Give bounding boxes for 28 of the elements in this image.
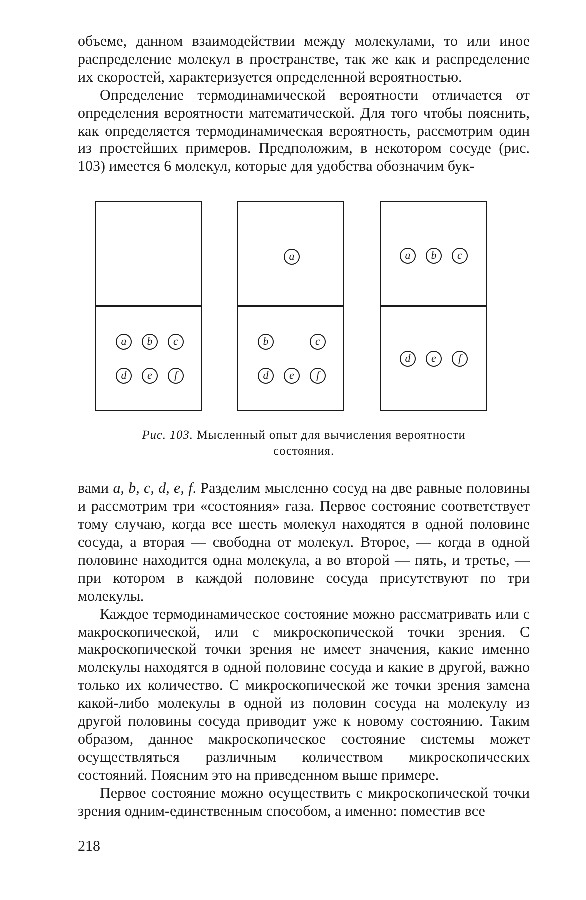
molecule-circle: f: [452, 351, 468, 368]
figure-caption: Рис. 103. Мысленный опыт для вычисления вероятности состояния.: [141, 427, 467, 460]
molecule-circle: d: [400, 351, 416, 368]
molecule-circle: f: [168, 368, 184, 384]
body-paragraph: Определение термодинамической вероятности отличается от определения вероятности математической. Для того чтобы пояснить, как определяется термодинамическая вероятность, рассмотрим один из простейших примеров. Предположим, в некотором сосуде (рис. 103) имеется 6 молекул, которые для удобства обозначим бук-: [78, 88, 530, 178]
molecule-circle: b: [426, 248, 442, 264]
molecule-circle: f: [310, 368, 326, 384]
body-paragraph: объеме, данном взаимодействии между молекулами, то или иное распределение молекул в пространстве, так же как и распределение их скоростей, характеризуется определенной вероятностью.: [78, 34, 530, 88]
molecule-circle: d: [116, 368, 132, 384]
molecule-circle: a: [116, 334, 132, 350]
molecule-circle: b: [258, 334, 274, 350]
molecule-circle: d: [258, 368, 274, 384]
molecule-circle: c: [310, 334, 326, 350]
body-paragraph: вами a, b, c, d, e, f. Разделим мысленно сосуд на две равные половины и рассмотрим три «состояния» газа. Первое состояние соответствует тому случаю, когда все шесть молекул находятся в одной половине сосуда, а вторая — свободна от молекул. Второе, — когда в одной половине находится одна молекула, а во второй — пять, и третье, — при котором в каждой половине сосуда присутствуют по три молекулы.: [78, 481, 530, 607]
body-paragraph: Каждое термодинамическое состояние можно рассматривать или с макроскопической, или с микроскопической точки зрения. С макроскопической точки зрения не имеет значения, какие именно молекулы находятся в одной половине сосуда и какие в другой, важно только их количество. С микроскопической же точки зрения замена какой-либо молекулы в одной из половин сосуда на молекулу из другой половины сосуда приводит уже к новому состоянию. Таким образом, данное макроскопическое состояние системы может осуществляться различным количеством микроскопических состояний. Поясним это на приведенном выше примере.: [78, 606, 530, 786]
vessel-box: [237, 201, 344, 412]
molecule-circle: a: [400, 248, 416, 264]
molecule-circle: c: [452, 248, 468, 264]
molecule-circle: e: [426, 351, 442, 368]
molecule-circle: a: [284, 249, 300, 266]
vessel-box: [95, 201, 202, 412]
page-number: 218: [78, 839, 100, 856]
molecule-circle: c: [168, 334, 184, 350]
molecule-circle: e: [142, 368, 158, 384]
molecule-circle: b: [142, 334, 158, 350]
vessel-box: [380, 201, 487, 412]
body-paragraph: Первое состояние можно осуществить с микроскопической точки зрения одним-единственным способом, а именно: поместив все: [78, 786, 530, 822]
molecule-circle: e: [284, 368, 300, 384]
